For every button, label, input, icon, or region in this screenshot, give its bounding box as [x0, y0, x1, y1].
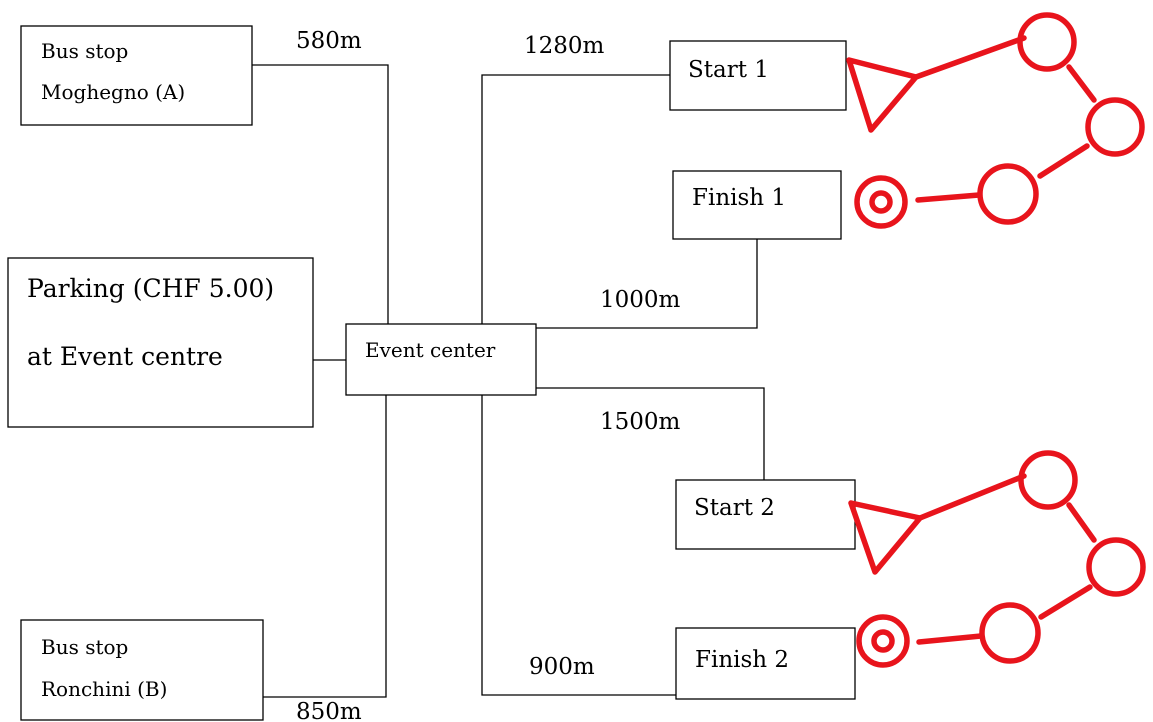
line-start2: [536, 387, 765, 480]
parking-line1: Parking (CHF 5.00): [27, 274, 274, 303]
control-circle-icon: [1018, 450, 1078, 510]
finish2-box: Finish 2: [675, 627, 856, 700]
course-1-legs: [913, 35, 1097, 203]
connector-lines: [252, 64, 765, 698]
finish-double-circle-icon: [854, 175, 908, 229]
bus-stop-b-line2: Ronchini (B): [41, 677, 167, 701]
distance-labels: 580m 1280m 1000m 1500m 900m 850m: [296, 28, 681, 722]
control-circle-icon: [1017, 12, 1077, 72]
control-circle-icon: [977, 163, 1039, 225]
line-finish2: [481, 395, 676, 696]
control-circle-icon: [1086, 537, 1146, 597]
line-start1: [481, 74, 670, 325]
line-finish1: [536, 239, 758, 329]
distance-finish2: 900m: [529, 654, 595, 680]
finish-double-circle-icon: [856, 614, 910, 668]
course-1-symbols: [846, 12, 1145, 229]
start1-label: Start 1: [688, 57, 769, 83]
distance-start1: 1280m: [524, 33, 605, 59]
bus-stop-b-box: Bus stop Ronchini (B): [20, 619, 264, 721]
bus-stop-a-line1: Bus stop: [41, 39, 128, 63]
start2-label: Start 2: [694, 495, 775, 521]
start1-box: Start 1: [669, 40, 847, 111]
course-2-symbols: [848, 450, 1146, 668]
start-triangle-icon: [846, 57, 919, 133]
line-bus-b: [263, 395, 387, 698]
bus-stop-a-box: Bus stop Moghegno (A): [20, 25, 253, 126]
distance-bus-a: 580m: [296, 28, 362, 54]
parking-line2: at Event centre: [27, 342, 223, 371]
finish2-label: Finish 2: [695, 647, 789, 673]
start2-box: Start 2: [675, 479, 856, 550]
finish1-label: Finish 1: [692, 185, 786, 211]
control-circle-icon: [1085, 97, 1145, 157]
control-circle-icon: [979, 602, 1041, 664]
line-bus-a: [252, 64, 389, 325]
event-center-box: Event center: [345, 323, 537, 396]
finish1-box: Finish 1: [672, 170, 842, 240]
bus-stop-a-line2: Moghegno (A): [41, 80, 185, 104]
bus-stop-b-line1: Bus stop: [41, 635, 128, 659]
start-triangle-icon: [848, 500, 923, 575]
distance-start2: 1500m: [600, 409, 681, 435]
course-2-legs: [916, 473, 1097, 645]
distance-finish1: 1000m: [600, 287, 681, 313]
event-center-label: Event center: [365, 338, 496, 362]
distance-bus-b: 850m: [296, 699, 362, 722]
parking-box: Parking (CHF 5.00) at Event centre: [7, 257, 314, 428]
